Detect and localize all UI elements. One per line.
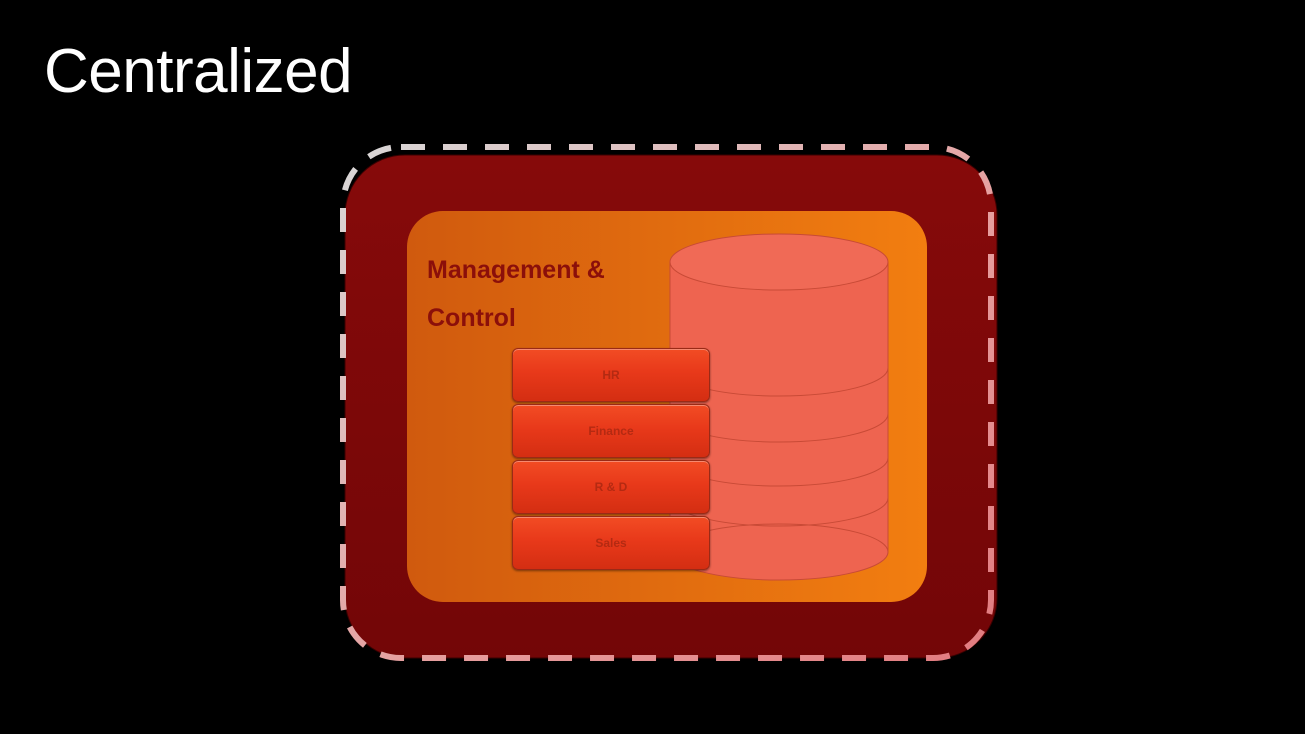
department-sales: Sales: [512, 516, 710, 570]
department-hr: HR: [512, 348, 710, 402]
department-finance: Finance: [512, 404, 710, 458]
department-r-and-d: R & D: [512, 460, 710, 514]
label-line-1: Management &: [427, 256, 605, 284]
slide-title: Centralized: [44, 37, 353, 106]
label-line-2: Control: [427, 304, 516, 332]
management-control-label: Management & Control: [427, 246, 667, 342]
dashed-boundary: [340, 144, 994, 661]
